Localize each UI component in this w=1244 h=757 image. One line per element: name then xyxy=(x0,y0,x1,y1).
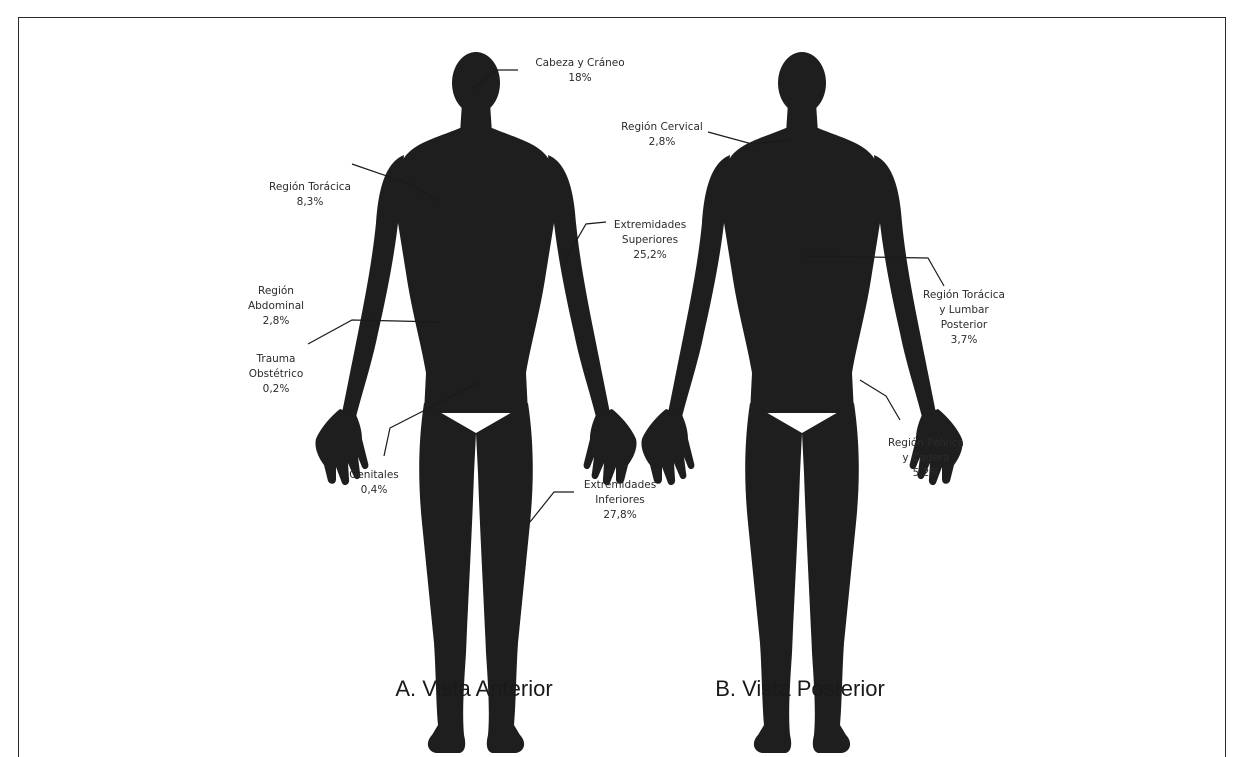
label-obstetric-value: 0,2% xyxy=(249,382,304,397)
label-cervical: Región Cervical 2,8% xyxy=(621,120,703,150)
label-abdomen: Región Abdominal 2,8% xyxy=(248,284,304,329)
label-pelvis-line2: y Cadera xyxy=(888,451,964,466)
label-lower-line1: Extremidades xyxy=(584,478,656,493)
label-back-line2: y Lumbar xyxy=(923,303,1005,318)
label-back-line3: Posterior xyxy=(923,318,1005,333)
label-obstetric-line2: Obstétrico xyxy=(249,367,304,382)
label-lower-value: 27,8% xyxy=(584,508,656,523)
posterior-view-title: B. Vista Posterior xyxy=(715,676,885,702)
posterior-silhouette xyxy=(641,52,962,753)
anterior-view-title: A. Vista Anterior xyxy=(395,676,552,702)
label-abdomen-line1: Región xyxy=(248,284,304,299)
label-back: Región Torácica y Lumbar Posterior 3,7% xyxy=(923,288,1005,348)
label-head-value: 18% xyxy=(535,71,624,86)
label-thorax-value: 8,3% xyxy=(269,195,351,210)
label-back-value: 3,7% xyxy=(923,333,1005,348)
leader-lower xyxy=(530,492,574,522)
label-abdomen-value: 2,8% xyxy=(248,314,304,329)
anterior-silhouette xyxy=(315,52,636,753)
label-pelvis: Región Pélvica y Cadera 5,2% xyxy=(888,436,964,481)
label-upper-line1: Extremidades xyxy=(614,218,686,233)
label-pelvis-line1: Región Pélvica xyxy=(888,436,964,451)
label-thorax-name: Región Torácica xyxy=(269,180,351,195)
label-upper-value: 25,2% xyxy=(614,248,686,263)
label-cervical-name: Región Cervical xyxy=(621,120,703,135)
label-cervical-value: 2,8% xyxy=(621,135,703,150)
label-head-name: Cabeza y Cráneo xyxy=(535,56,624,71)
label-thorax: Región Torácica 8,3% xyxy=(269,180,351,210)
label-lower-limbs: Extremidades Inferiores 27,8% xyxy=(584,478,656,523)
label-upper-limbs: Extremidades Superiores 25,2% xyxy=(614,218,686,263)
leader-pelvis xyxy=(860,380,900,420)
label-upper-line2: Superiores xyxy=(614,233,686,248)
label-genitals: Genitales 0,4% xyxy=(349,468,399,498)
label-abdomen-line2: Abdominal xyxy=(248,299,304,314)
label-head: Cabeza y Cráneo 18% xyxy=(535,56,624,86)
label-lower-line2: Inferiores xyxy=(584,493,656,508)
label-genitals-name: Genitales xyxy=(349,468,399,483)
label-obstetric: Trauma Obstétrico 0,2% xyxy=(249,352,304,397)
label-genitals-value: 0,4% xyxy=(349,483,399,498)
label-back-line1: Región Torácica xyxy=(923,288,1005,303)
label-pelvis-value: 5,2% xyxy=(888,466,964,481)
label-obstetric-line1: Trauma xyxy=(249,352,304,367)
